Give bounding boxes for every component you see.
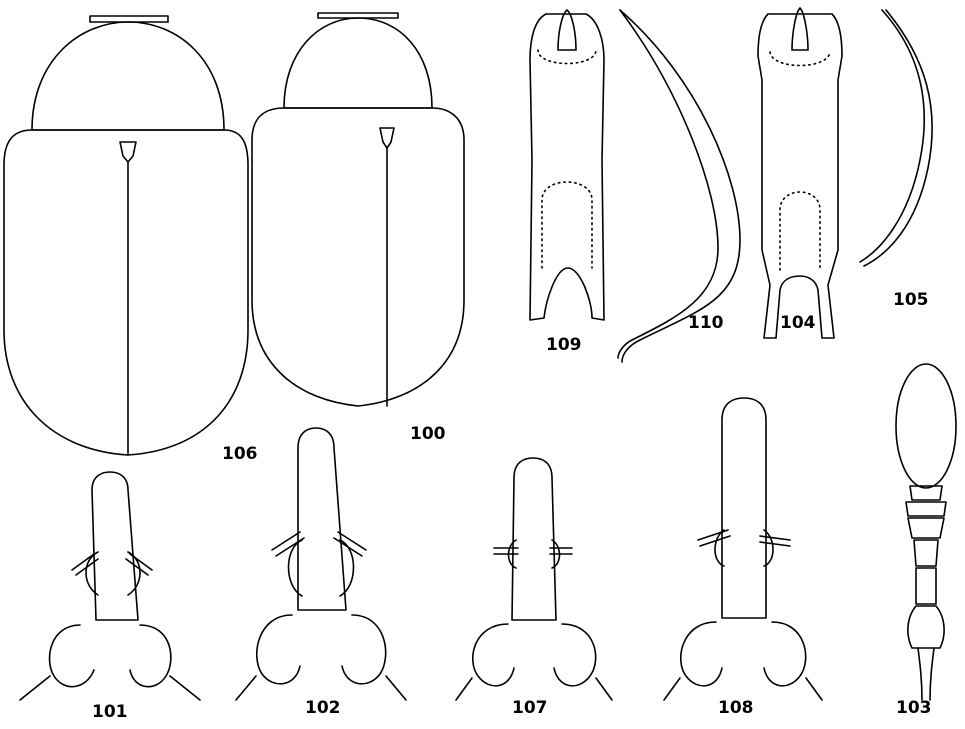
fig-label-108: 108 bbox=[718, 700, 754, 717]
fig-label-106: 106 bbox=[222, 446, 258, 463]
fig-101-head-rostrum bbox=[20, 472, 200, 700]
fig-label-105: 105 bbox=[893, 292, 929, 309]
fig-108-head-rostrum bbox=[664, 398, 822, 700]
fig-label-109: 109 bbox=[546, 337, 582, 354]
fig-label-104: 104 bbox=[780, 315, 816, 332]
fig-105-aedeagus-lateral bbox=[860, 10, 932, 266]
fig-label-107: 107 bbox=[512, 700, 548, 717]
fig-109-aedeagus bbox=[530, 10, 604, 320]
fig-107-head-rostrum bbox=[456, 458, 612, 700]
fig-label-100: 100 bbox=[410, 426, 446, 443]
fig-label-103: 103 bbox=[896, 700, 932, 717]
fig-106-body-outline bbox=[4, 16, 248, 455]
fig-100-body-outline bbox=[252, 13, 464, 406]
fig-label-110: 110 bbox=[688, 315, 724, 332]
fig-102-head-rostrum bbox=[236, 428, 406, 700]
fig-label-102: 102 bbox=[305, 700, 341, 717]
fig-103-antenna bbox=[896, 364, 956, 700]
fig-110-aedeagus-lateral bbox=[618, 10, 740, 362]
fig-label-101: 101 bbox=[92, 704, 128, 721]
fig-104-aedeagus bbox=[758, 8, 842, 338]
